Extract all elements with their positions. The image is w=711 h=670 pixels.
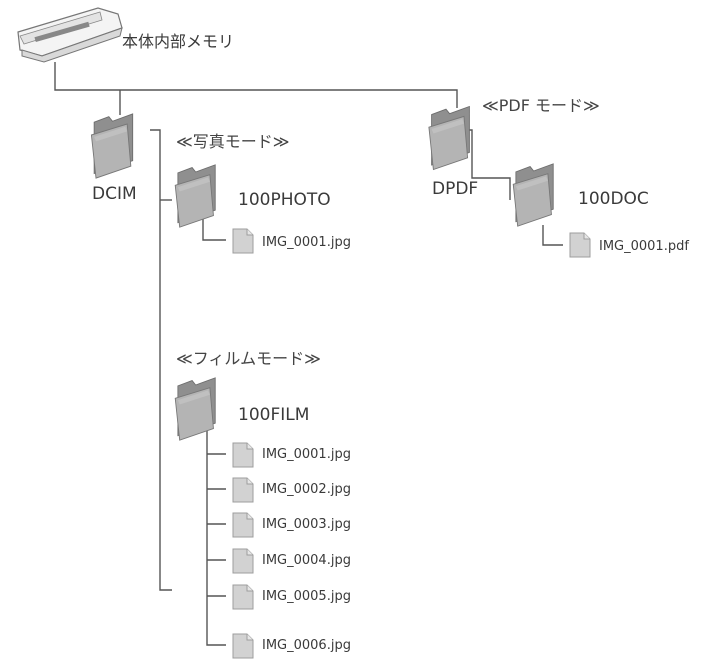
file-icon[interactable] (232, 228, 254, 254)
folder-label-100doc[interactable]: 100DOC (578, 189, 649, 209)
mode-label-photo: ≪写真モード≫ (176, 132, 290, 151)
folder-label-dpdf[interactable]: DPDF (432, 179, 479, 199)
folder-icon-100doc[interactable] (512, 163, 554, 227)
folder-icon-100photo[interactable] (174, 164, 216, 228)
folder-icon-100film[interactable] (174, 377, 216, 441)
scanner-icon (17, 7, 123, 63)
file-icon[interactable] (232, 633, 254, 659)
connector-lines (54, 62, 563, 646)
mode-label-film: ≪フィルムモード≫ (176, 349, 321, 368)
folder-label-100photo[interactable]: 100PHOTO (238, 190, 331, 210)
file-icon[interactable] (232, 584, 254, 610)
root-label: 本体内部メモリ (122, 32, 235, 51)
file-label[interactable]: IMG_0001.jpg (262, 447, 351, 462)
file-label[interactable]: IMG_0001.jpg (262, 235, 351, 250)
folder-icon-dpdf[interactable] (428, 106, 470, 170)
file-label[interactable]: IMG_0003.jpg (262, 517, 351, 532)
file-icon[interactable] (232, 477, 254, 503)
file-label[interactable]: IMG_0006.jpg (262, 638, 351, 653)
folder-icon-dcim[interactable] (90, 113, 134, 179)
file-icon[interactable] (232, 512, 254, 538)
file-label[interactable]: IMG_0002.jpg (262, 482, 351, 497)
file-icon[interactable] (232, 548, 254, 574)
folder-label-100film[interactable]: 100FILM (238, 405, 310, 425)
folder-label-dcim[interactable]: DCIM (92, 184, 137, 204)
mode-label-pdf: ≪PDF モード≫ (482, 96, 600, 115)
file-label[interactable]: IMG_0004.jpg (262, 553, 351, 568)
file-label[interactable]: IMG_0005.jpg (262, 589, 351, 604)
file-label[interactable]: IMG_0001.pdf (599, 239, 689, 254)
file-icon[interactable] (569, 232, 591, 258)
file-icon[interactable] (232, 442, 254, 468)
